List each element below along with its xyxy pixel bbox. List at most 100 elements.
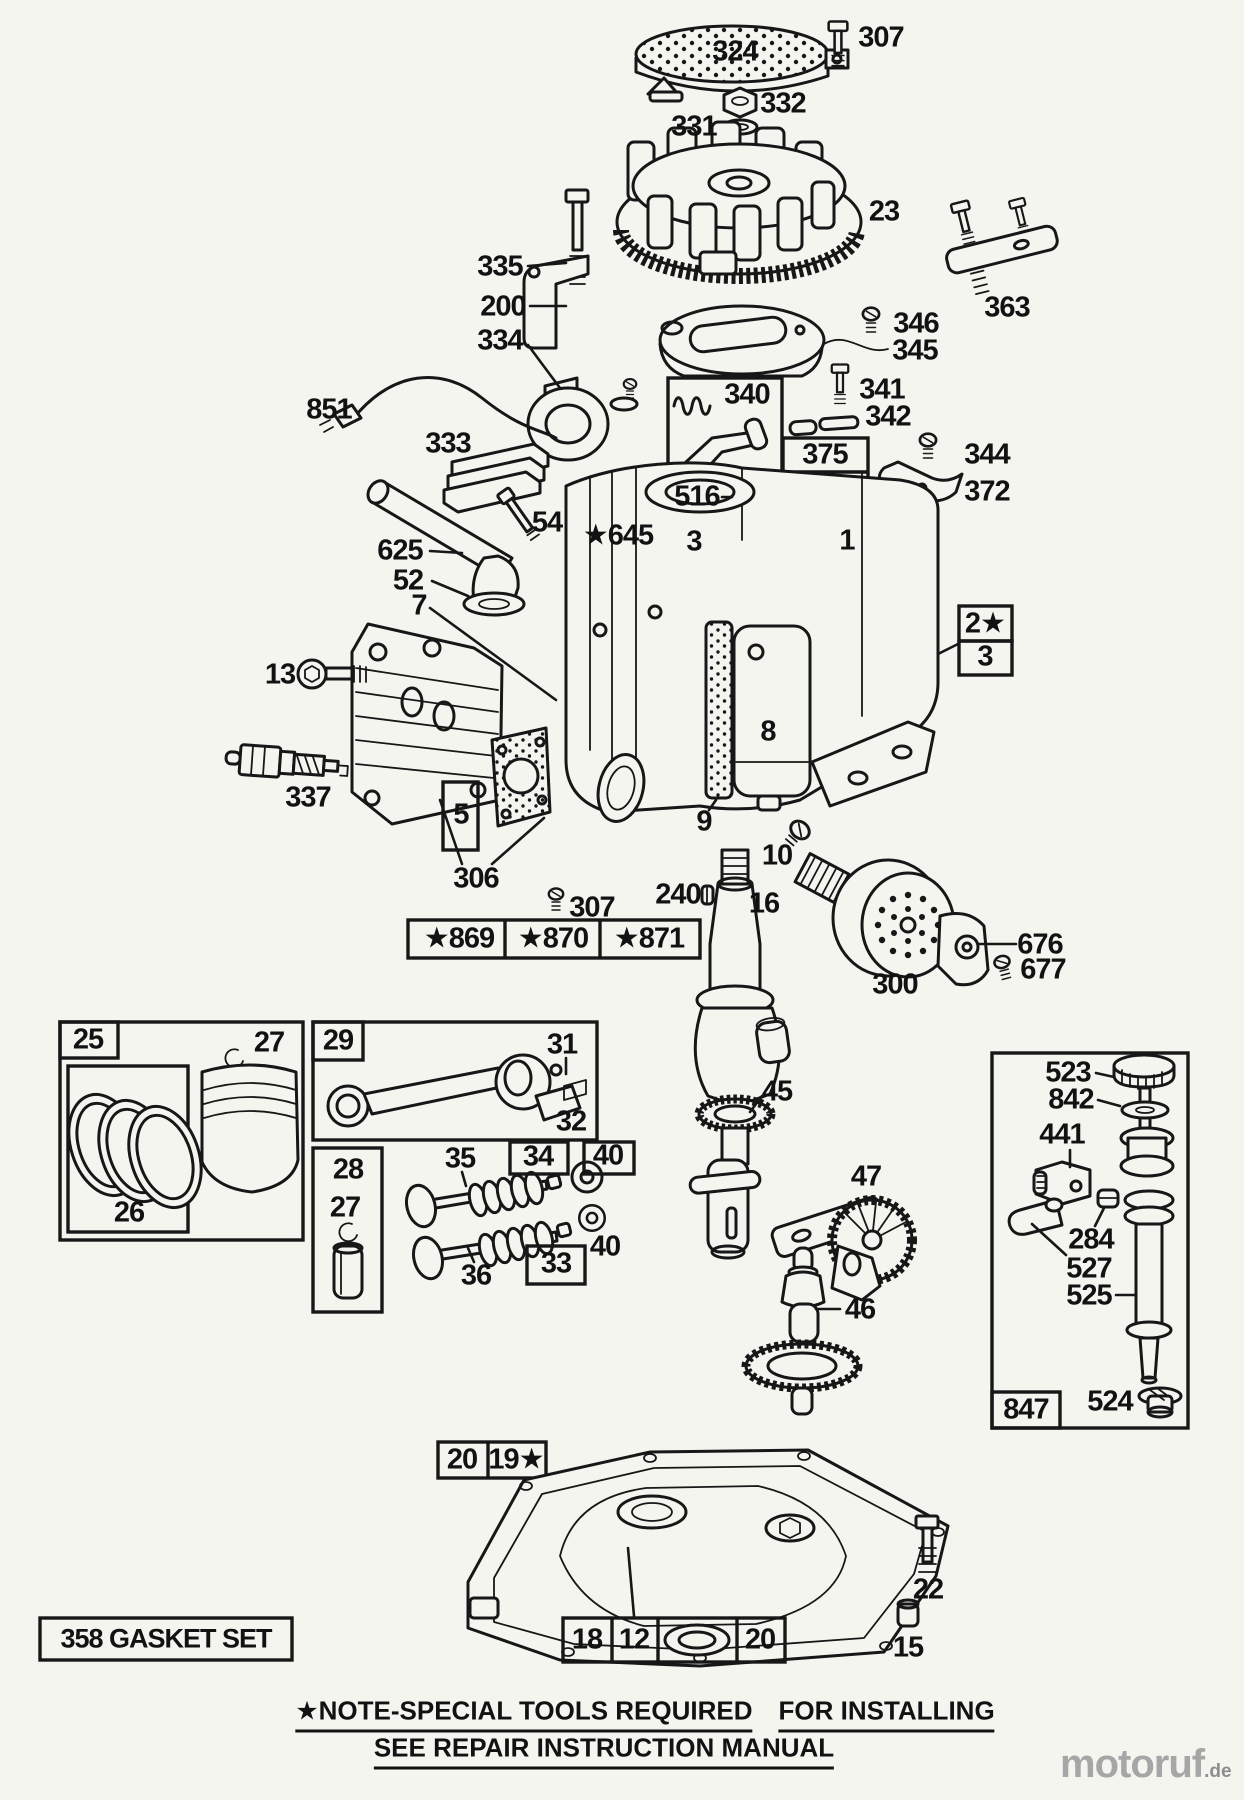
part-label-332: 332 (760, 87, 806, 120)
part-label-307-low: 307 (569, 891, 615, 924)
part-label-240: 240 (655, 878, 701, 911)
part-label-344: 344 (964, 438, 1010, 471)
part-label-524: 524 (1087, 1385, 1133, 1418)
part-label-36: 36 (460, 1259, 492, 1292)
pin-240-icon (700, 884, 715, 906)
part-label-12: 12 (618, 1623, 650, 1656)
part-label-342: 342 (865, 400, 911, 433)
part-label-52: 52 (392, 564, 424, 597)
part-label-26: 26 (113, 1196, 145, 1229)
part-label-847: 847 (1003, 1393, 1049, 1426)
box-2star-3 (936, 604, 1014, 677)
part-label-525: 525 (1066, 1279, 1112, 1312)
box-869-870-871 (406, 918, 702, 960)
part-label-20-sump: 20 (744, 1623, 776, 1656)
camshaft-46 (741, 1246, 863, 1416)
part-label-34: 34 (522, 1140, 554, 1173)
part-label-20-box: 20 (446, 1443, 478, 1476)
part-label-10: 10 (761, 839, 793, 872)
motoruf-tld-text: .de (1204, 1761, 1232, 1782)
flywheel-23 (613, 120, 865, 284)
bracket-363 (945, 196, 1059, 296)
part-label-375: 375 (802, 438, 848, 471)
part-label-625: 625 (377, 534, 423, 567)
part-label-19-box: 19★ (488, 1443, 544, 1476)
screw-346-icon (861, 306, 881, 334)
part-label-346: 346 (893, 307, 939, 340)
part-label-35: 35 (444, 1142, 476, 1175)
motoruf-watermark: motoruf.de (1060, 1742, 1232, 1787)
part-label-5: 5 (453, 798, 469, 831)
part-label-341: 341 (859, 373, 905, 406)
see-manual-note: SEE REPAIR INSTRUCTION MANUAL (373, 1733, 835, 1770)
cylinder-head-5 (350, 622, 504, 826)
screw-344-icon (918, 432, 938, 460)
part-label-1: 1 (839, 524, 855, 557)
part-label-29: 29 (322, 1024, 354, 1057)
part-label-2-star: 2★ (964, 607, 1006, 640)
part-label-324: 324 (712, 35, 758, 68)
part-label-40-low: 40 (589, 1230, 621, 1263)
part-label-3-right: 3 (977, 640, 993, 673)
engine-block (564, 461, 940, 823)
part-label-306: 306 (453, 862, 499, 895)
part-label-25: 25 (72, 1023, 104, 1056)
part-label-333: 333 (425, 427, 471, 460)
motoruf-brand-text: motoruf (1060, 1742, 1205, 1786)
leader-lines (428, 261, 734, 702)
part-label-45: 45 (761, 1075, 793, 1108)
part-label-363: 363 (984, 291, 1030, 324)
bolt-54-icon (496, 486, 540, 542)
part-label-15: 15 (892, 1631, 924, 1664)
part-label-32: 32 (555, 1105, 587, 1138)
part-label-28: 28 (332, 1153, 364, 1186)
part-label-645: ★645 (582, 519, 654, 552)
part-label-46: 46 (844, 1293, 876, 1326)
part-label-27-in: 27 (329, 1191, 361, 1224)
cam-gear-47 (770, 1195, 917, 1302)
part-label-523: 523 (1045, 1056, 1091, 1089)
valve-group (404, 1140, 636, 1286)
part-label-871: ★871 (613, 922, 685, 955)
part-label-7: 7 (411, 589, 427, 622)
spark-plug-337 (224, 743, 349, 779)
bracket-200-334 (522, 254, 590, 411)
muffler-625 (366, 479, 526, 617)
part-label-870: ★870 (517, 922, 589, 955)
part-label-27-top: 27 (253, 1026, 285, 1059)
part-label-676: 676 (1017, 928, 1063, 961)
part-label-33: 33 (540, 1247, 572, 1280)
special-tools-note: ★NOTE-SPECIAL TOOLS REQUIRED FOR INSTALL… (295, 1696, 995, 1733)
oil-sump (436, 1440, 950, 1668)
link-342 (788, 415, 860, 437)
crankshaft-16 (688, 848, 791, 1260)
leader-45 (748, 1094, 764, 1114)
ignition-wire-851 (319, 376, 558, 440)
leaders-306 (438, 798, 546, 866)
piston-box-25 (58, 1020, 305, 1242)
part-label-8: 8 (760, 715, 776, 748)
part-label-23: 23 (868, 195, 900, 228)
part-label-842: 842 (1048, 1083, 1094, 1116)
part-label-47: 47 (850, 1160, 882, 1193)
part-label-13: 13 (264, 658, 296, 691)
part-label-gasket-set: 358 GASKET SET (60, 1623, 272, 1654)
part-label-527: 527 (1066, 1252, 1112, 1285)
box-5 (441, 780, 480, 852)
pin-box-28 (311, 1146, 384, 1314)
head-gasket-7 (490, 726, 552, 828)
bolt-341-icon (830, 363, 850, 405)
part-label-372: 372 (964, 475, 1010, 508)
part-label-441: 441 (1039, 1118, 1085, 1151)
part-label-337: 337 (285, 781, 331, 814)
leader-9 (707, 798, 718, 812)
part-label-851: 851 (306, 393, 352, 426)
screw-307-icon (547, 887, 565, 912)
part-label-307-top: 307 (858, 21, 904, 54)
part-label-284: 284 (1068, 1223, 1114, 1256)
air-cleaner-300 (793, 852, 1018, 987)
part-label-31: 31 (546, 1028, 578, 1061)
part-label-200: 200 (480, 290, 526, 323)
part-label-40-top: 40 (592, 1139, 624, 1172)
part-label-22: 22 (912, 1573, 944, 1606)
